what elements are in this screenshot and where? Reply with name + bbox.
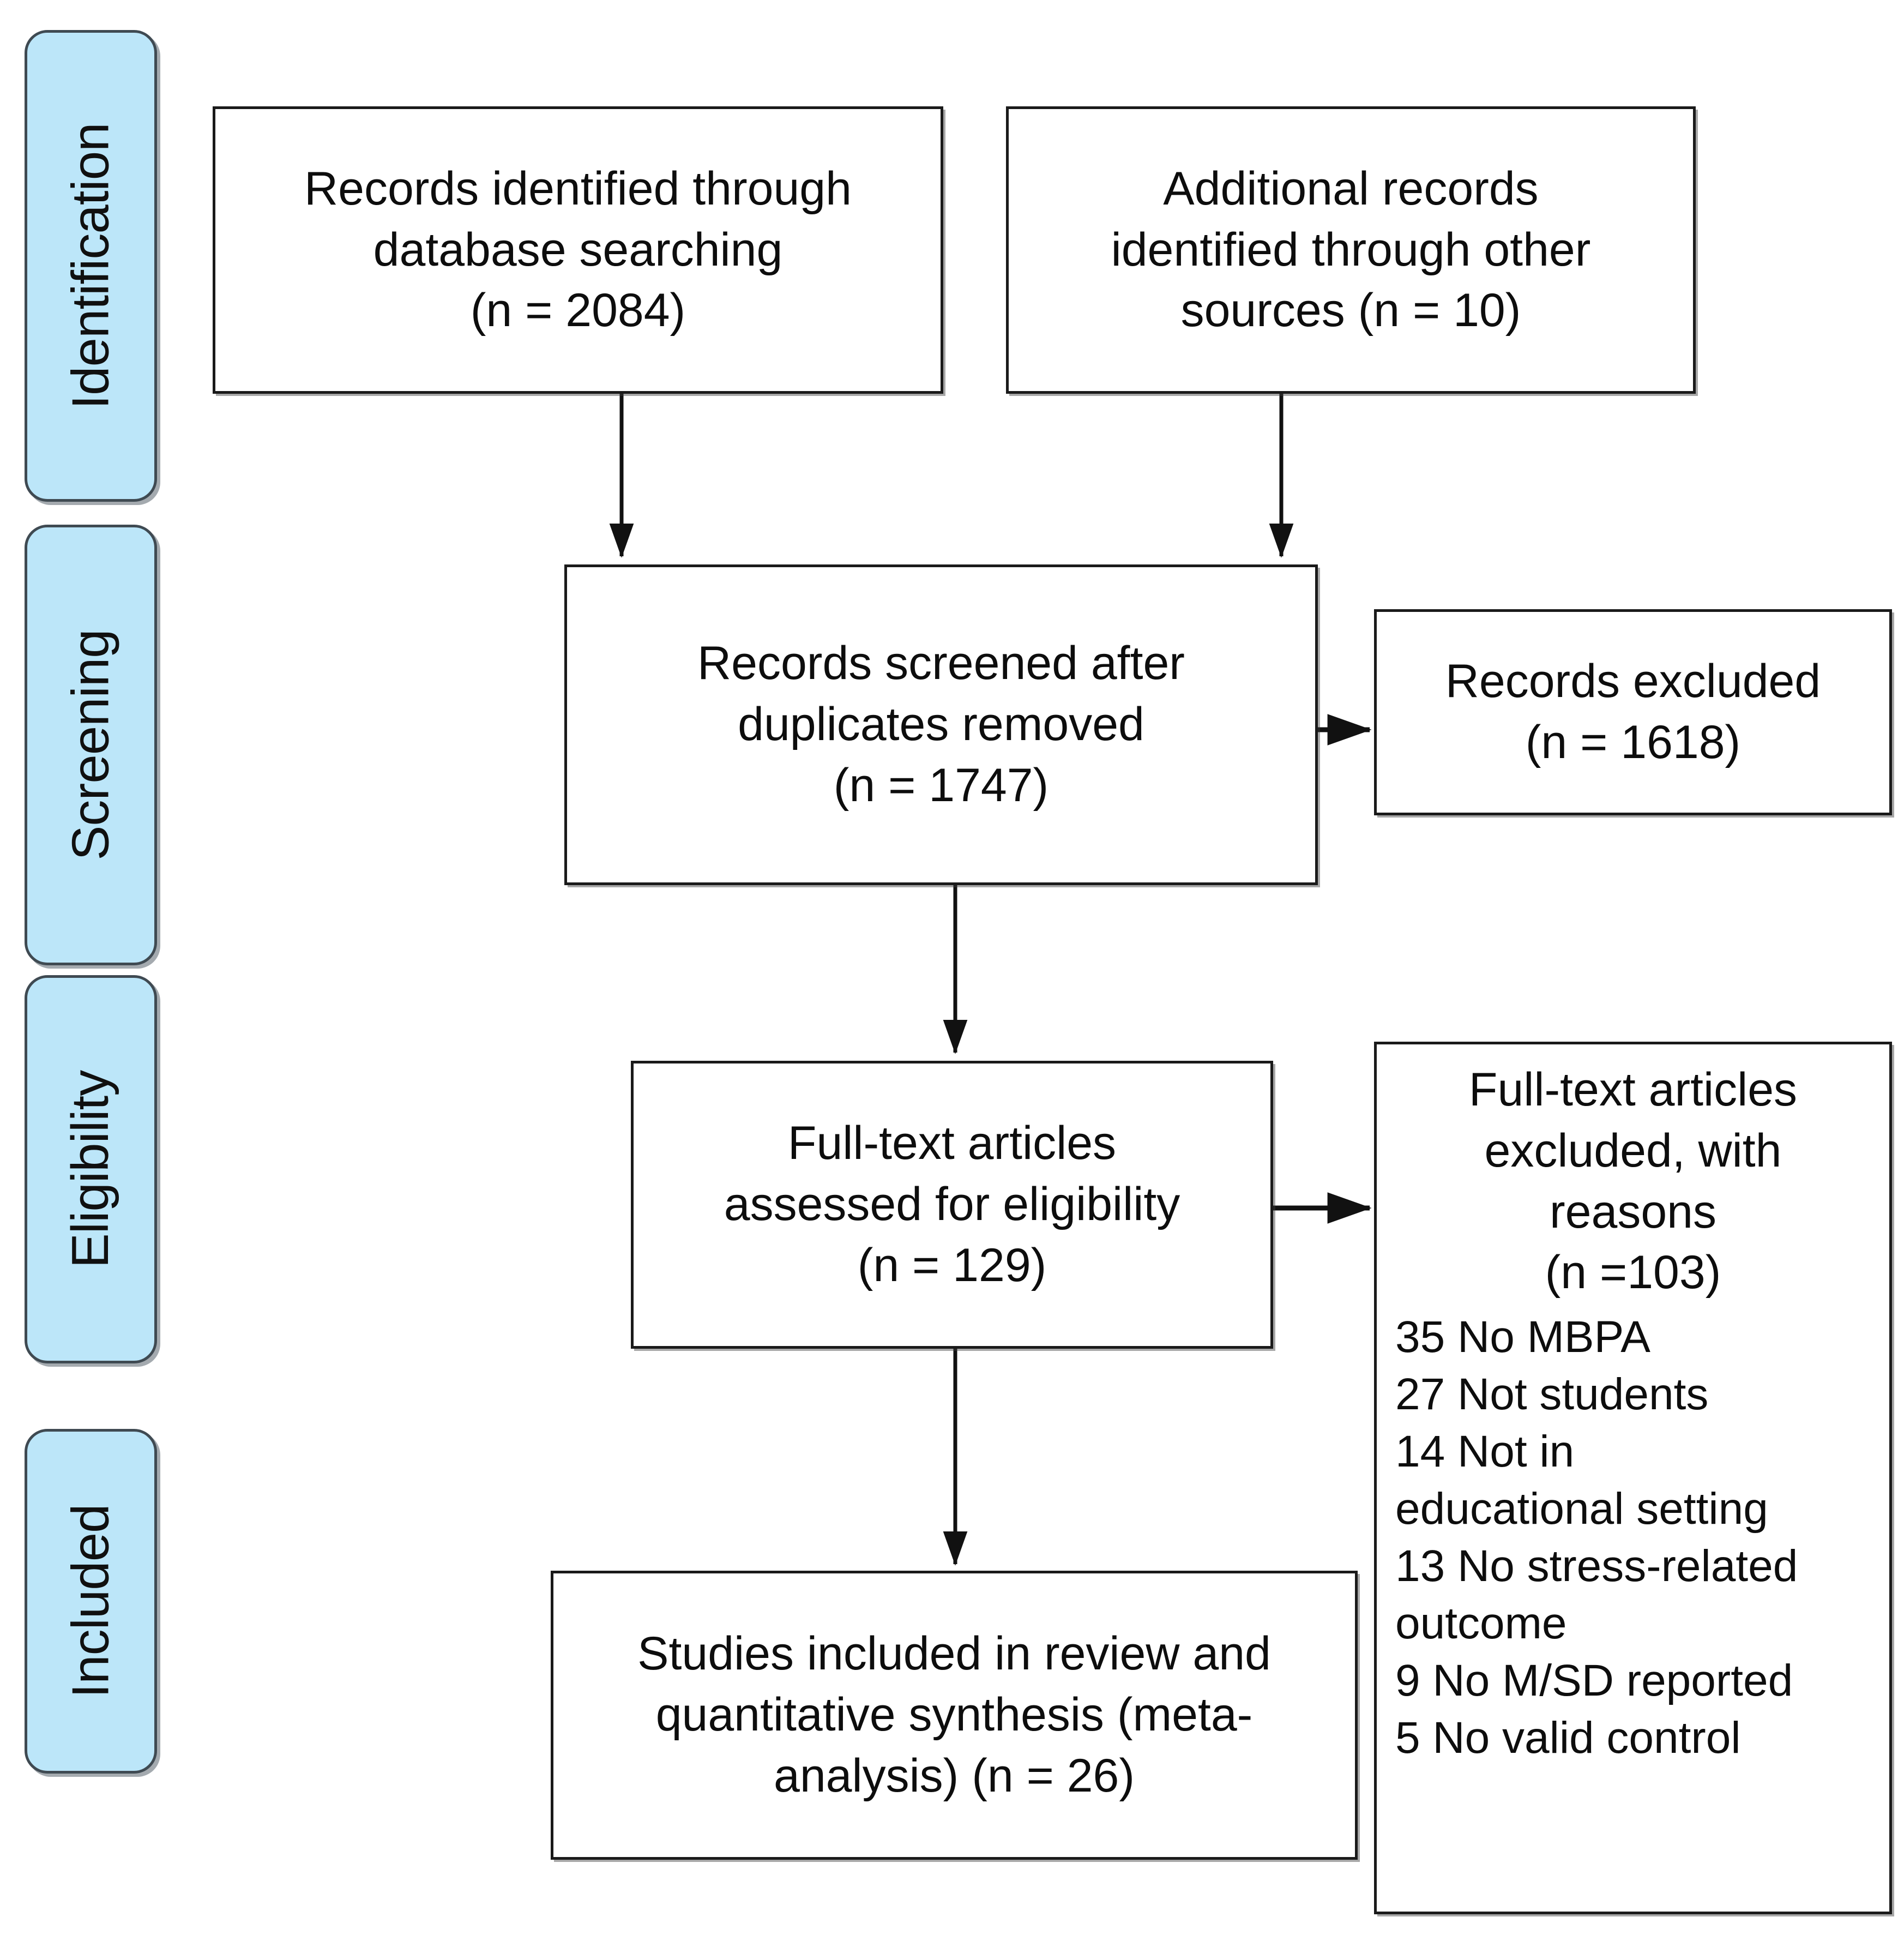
box-additional-records-other-sources-text: Additional records identified through ot…: [1111, 162, 1591, 337]
phase-block-identification: Identification: [25, 30, 157, 502]
exclusion-reason-item: educational setting: [1395, 1484, 1768, 1534]
phase-block-screening: Screening: [25, 525, 157, 965]
phase-label-screening: Screening: [61, 629, 120, 861]
box-included-studies-text: Studies included in review and quantitat…: [637, 1627, 1271, 1802]
exclusion-reason-item: 5 No valid control: [1395, 1712, 1741, 1763]
exclusion-reason-item: 14 Not in: [1395, 1427, 1575, 1477]
exclusion-reason-item: 13 No stress-related: [1395, 1541, 1798, 1591]
box-records-screened-text: Records screened after duplicates remove…: [697, 637, 1185, 812]
box-additional-records-other-sources: Additional records identified through ot…: [1006, 106, 1696, 394]
box-records-excluded: Records excluded (n = 1618): [1374, 609, 1892, 815]
exclusion-reason-item: 35 No MBPA: [1395, 1312, 1650, 1362]
phase-label-eligibility: Eligibility: [61, 1070, 120, 1269]
phase-block-eligibility: Eligibility: [25, 975, 157, 1363]
phase-label-included: Included: [61, 1504, 120, 1698]
exclusion-reason-item: 9 No M/SD reported: [1395, 1655, 1793, 1705]
exclusion-reason-item: outcome: [1395, 1598, 1567, 1648]
box-records-identified-database: Records identified through database sear…: [213, 106, 943, 394]
box-fulltext-excluded-with-reasons: Full-text articles excluded, with reason…: [1374, 1042, 1892, 1914]
phase-label-identification: Identification: [61, 122, 120, 410]
exclusion-reason-list: 35 No MBPA 27 Not students 14 Not in edu…: [1377, 1303, 1889, 1767]
box-records-screened: Records screened after duplicates remove…: [564, 564, 1318, 885]
box-fulltext-excluded-heading: Full-text articles excluded, with reason…: [1468, 1063, 1798, 1299]
phase-block-included: Included: [25, 1429, 157, 1774]
box-records-excluded-text: Records excluded (n = 1618): [1445, 655, 1821, 768]
exclusion-reason-item: 27 Not students: [1395, 1369, 1709, 1420]
box-included-studies: Studies included in review and quantitat…: [551, 1571, 1358, 1860]
box-fulltext-assessed-text: Full-text articles assessed for eligibil…: [724, 1117, 1180, 1291]
box-records-identified-database-text: Records identified through database sear…: [304, 162, 852, 337]
box-fulltext-assessed: Full-text articles assessed for eligibil…: [631, 1061, 1273, 1349]
